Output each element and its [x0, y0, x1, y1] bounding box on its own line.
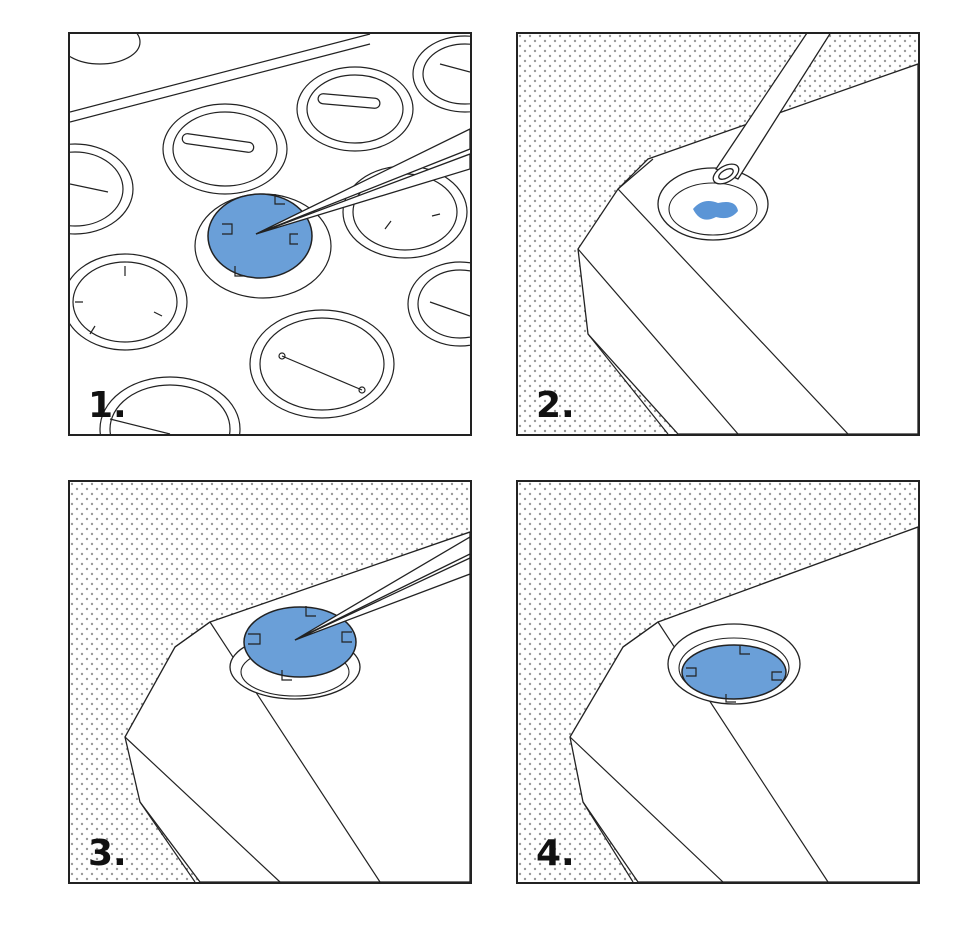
step-label: 1. [88, 385, 127, 426]
step-2-panel: 2. [516, 32, 920, 436]
step-label: 3. [88, 833, 127, 874]
pipette-illustration [518, 34, 918, 434]
liquid-drop [693, 201, 738, 220]
step-label: 2. [536, 385, 575, 426]
disc-seated-illustration [518, 482, 918, 882]
step-1-panel: 1. [68, 32, 472, 436]
step-3-panel: 3. [68, 480, 472, 884]
pipette-icon [712, 34, 831, 185]
disc-placement-illustration [70, 482, 470, 882]
tweezers-icon [255, 128, 470, 235]
tweezers-icon [294, 536, 470, 641]
well-plate-illustration [70, 34, 470, 434]
sample-disc-icon [207, 193, 313, 279]
sample-disc-icon [681, 644, 787, 700]
step-4-panel: 4. [516, 480, 920, 884]
step-label: 4. [536, 833, 575, 874]
